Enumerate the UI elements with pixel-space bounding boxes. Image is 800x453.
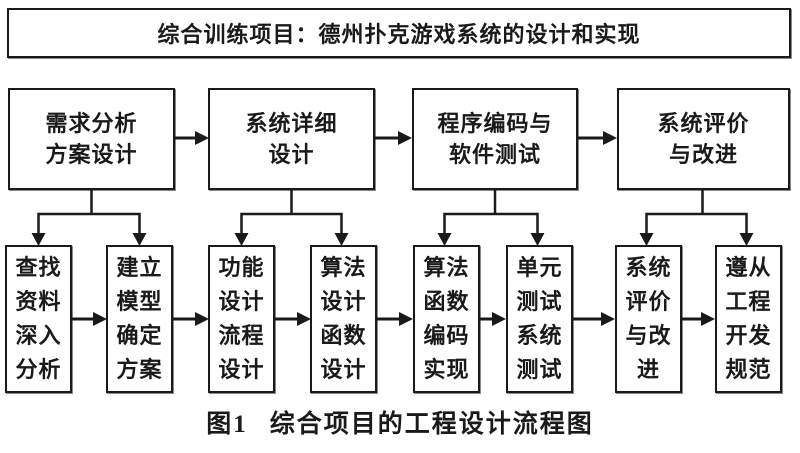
stage-box-coding-testing: 程序编码与 软件测试 bbox=[412, 88, 578, 190]
task-label-line: 资料 bbox=[15, 289, 62, 314]
task-label-line: 算法 bbox=[320, 255, 367, 280]
task-label-line: 算法 bbox=[423, 255, 470, 280]
task-label-line: 编码 bbox=[423, 323, 470, 348]
task-box-function-flow-design: 功能 设计 流程 设计 bbox=[208, 245, 275, 393]
arrow-stage2-to-stage3 bbox=[375, 131, 412, 145]
task-label-line: 方案 bbox=[116, 357, 163, 382]
task-box-unit-system-testing: 单元 测试 系统 测试 bbox=[506, 245, 573, 393]
stage-label-line: 系统详细 bbox=[245, 111, 338, 136]
stage-label-line: 软件测试 bbox=[448, 142, 541, 167]
task-label-line: 分析 bbox=[15, 357, 62, 382]
task-box-algorithm-function-design: 算法 设计 函数 设计 bbox=[310, 245, 377, 393]
task-label-line: 深入 bbox=[15, 323, 62, 348]
task-label-line: 与改 bbox=[625, 323, 672, 348]
stage-label-line: 需求分析 bbox=[45, 111, 138, 136]
arrow-stage1-to-stage2 bbox=[175, 131, 209, 145]
task-label-line: 流程 bbox=[218, 323, 265, 348]
task-label-line: 系统 bbox=[625, 255, 672, 280]
stage-box-requirements-design: 需求分析 方案设计 bbox=[8, 88, 175, 190]
arrow-task6-to-task7 bbox=[573, 312, 615, 326]
task-label-line: 设计 bbox=[218, 289, 265, 314]
task-label-line: 规范 bbox=[725, 357, 772, 382]
task-label-line: 模型 bbox=[116, 289, 163, 314]
arrow-task5-to-task6 bbox=[480, 312, 506, 326]
figure-number: 图1 bbox=[206, 411, 248, 438]
figure-caption: 图1 综合项目的工程设计流程图 bbox=[0, 404, 800, 440]
task-label-line: 开发 bbox=[725, 323, 772, 348]
branch-stage1-to-tasks bbox=[31, 188, 147, 246]
task-label-line: 查找 bbox=[15, 255, 62, 280]
task-label-line: 功能 bbox=[218, 255, 265, 280]
task-label-line: 设计 bbox=[218, 357, 265, 382]
stage-box-detailed-design: 系统详细 设计 bbox=[208, 88, 375, 190]
arrow-task4-to-task5 bbox=[377, 312, 413, 326]
task-label-line: 进 bbox=[636, 357, 660, 382]
task-label-line: 测试 bbox=[516, 289, 563, 314]
figure-caption-text: 综合项目的工程设计流程图 bbox=[269, 411, 594, 438]
arrow-task3-to-task4 bbox=[275, 312, 311, 326]
branch-stage3-to-tasks bbox=[437, 188, 545, 246]
stage-label-line: 方案设计 bbox=[45, 142, 138, 167]
arrow-task7-to-task8 bbox=[682, 312, 715, 326]
stage-box-evaluation-improvement: 系统评价 与改进 bbox=[617, 88, 790, 190]
task-label-line: 设计 bbox=[320, 357, 367, 382]
branch-stage4-to-tasks bbox=[639, 188, 754, 246]
task-label-line: 遵从 bbox=[725, 255, 772, 280]
task-label-line: 设计 bbox=[320, 289, 367, 314]
task-label-line: 函数 bbox=[320, 323, 367, 348]
task-box-engineering-standards: 遵从 工程 开发 规范 bbox=[715, 245, 782, 393]
task-label-line: 评价 bbox=[625, 289, 672, 314]
task-box-research-analysis: 查找 资料 深入 分析 bbox=[5, 245, 72, 393]
arrow-stage3-to-stage4 bbox=[578, 131, 617, 145]
task-label-line: 系统 bbox=[516, 323, 563, 348]
task-label-line: 实现 bbox=[423, 357, 470, 382]
task-label-line: 单元 bbox=[516, 255, 563, 280]
task-box-coding-implementation: 算法 函数 编码 实现 bbox=[413, 245, 480, 393]
task-label-line: 确定 bbox=[116, 323, 163, 348]
task-box-evaluate-improve: 系统 评价 与改 进 bbox=[615, 245, 682, 393]
branch-stage2-to-tasks bbox=[234, 188, 349, 246]
task-label-line: 测试 bbox=[516, 357, 563, 382]
arrow-task1-to-task2 bbox=[72, 312, 107, 326]
task-label-line: 建立 bbox=[116, 255, 163, 280]
task-label-line: 函数 bbox=[423, 289, 470, 314]
arrow-task2-to-task3 bbox=[173, 312, 209, 326]
stage-label-line: 设计 bbox=[268, 142, 315, 167]
stage-label-line: 系统评价 bbox=[657, 111, 750, 136]
task-box-modeling-plan: 建立 模型 确定 方案 bbox=[106, 245, 173, 393]
project-title-text: 综合训练项目：德州扑克游戏系统的设计和实现 bbox=[157, 22, 641, 47]
stage-label-line: 与改进 bbox=[668, 142, 738, 167]
task-label-line: 工程 bbox=[725, 289, 772, 314]
stage-label-line: 程序编码与 bbox=[437, 111, 553, 136]
project-title-box: 综合训练项目：德州扑克游戏系统的设计和实现 bbox=[7, 8, 791, 58]
